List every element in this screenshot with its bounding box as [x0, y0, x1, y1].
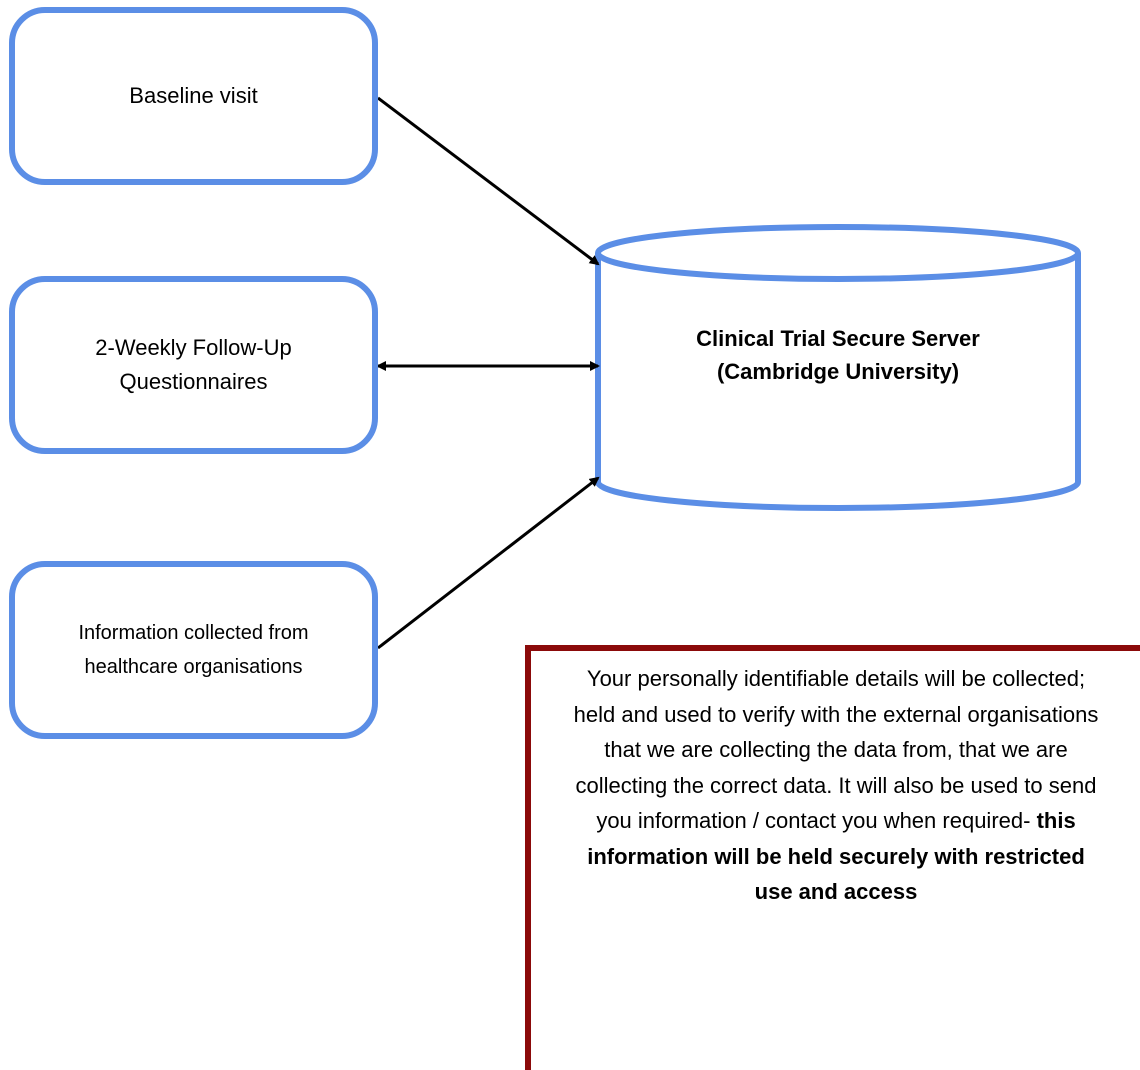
privacy-notice-emphasis: this information will be held securely w…	[587, 808, 1085, 904]
healthcare-information-box: Information collected from healthcare or…	[9, 561, 378, 739]
baseline-visit-label: Baseline visit	[129, 83, 258, 108]
arrow-healthcare-to-server	[377, 476, 600, 650]
arrow-baseline-to-server	[377, 96, 600, 266]
server-cylinder	[595, 224, 1081, 511]
healthcare-information-label: Information collected from healthcare or…	[78, 622, 309, 678]
privacy-notice-body: Your personally identifiable details wil…	[573, 666, 1099, 833]
privacy-notice-box: Your personally identifiable details wil…	[525, 645, 1140, 1070]
followup-questionnaires-box: 2-Weekly Follow-Up Questionnaires	[9, 276, 378, 454]
privacy-notice-text: Your personally identifiable details wil…	[571, 661, 1101, 910]
followup-questionnaires-label: 2-Weekly Follow-Up Questionnaires	[95, 335, 292, 394]
baseline-visit-box: Baseline visit	[9, 7, 378, 185]
server-label: Clinical Trial Secure Server (Cambridge …	[696, 326, 980, 384]
